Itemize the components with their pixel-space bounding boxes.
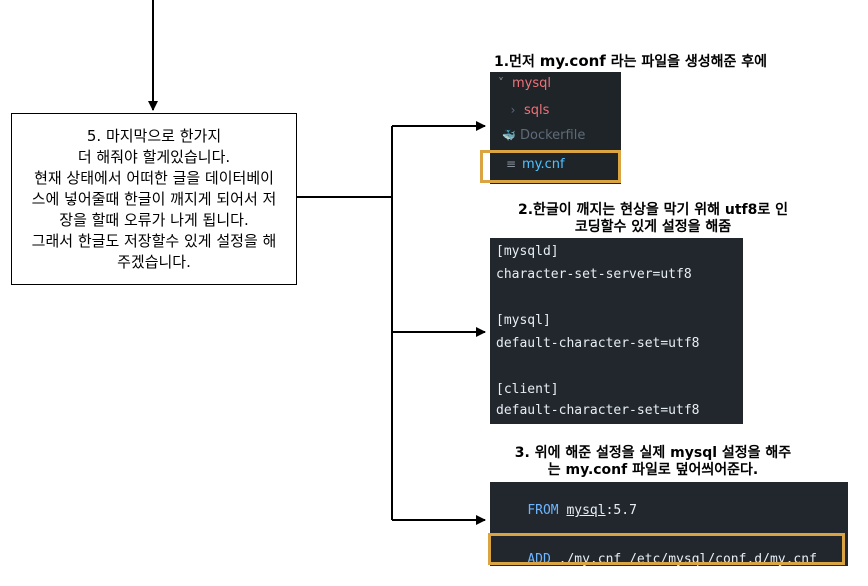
from-keyword: FROM <box>527 503 559 518</box>
code-line: [client] <box>496 382 559 397</box>
code-line: character-set-server=utf8 <box>496 267 692 282</box>
code-line: default-character-set=utf8 <box>496 336 700 351</box>
explorer-item-label: sqls <box>524 102 550 118</box>
explorer-file-mycnf[interactable]: ≡ my.cnf <box>504 153 565 175</box>
step3-caption-line2-bold: my.conf <box>565 462 628 478</box>
step2-caption: 2.한글이 깨지는 현상을 막기 위해 utf8로 인 코딩할수 있게 설정을 … <box>488 202 818 236</box>
explorer-item-label: my.cnf <box>522 156 565 172</box>
dockerfile-code-block: FROM mysql:5.7 ADD ./my.cnf /etc/mysql/c… <box>490 482 848 567</box>
code-line: [mysql] <box>496 313 551 328</box>
step3-caption-prefix: 3. 위에 해준 설정을 실제 <box>514 445 671 461</box>
step2-caption-suffix: 로 인 <box>757 202 788 218</box>
add-line-highlight-box <box>488 533 845 565</box>
explorer-item-label: mysql <box>512 75 551 91</box>
step1-caption-suffix: 라는 파일을 생성해준 후에 <box>605 54 768 70</box>
file-lines-icon: ≡ <box>505 157 517 171</box>
step2-caption-bold: utf8 <box>724 202 758 218</box>
mycnf-highlight-box <box>480 150 621 183</box>
file-explorer-panel: ˅ mysql › sqls 🐳 Dockerfile ≡ my.cnf <box>490 72 621 184</box>
step1-caption-prefix: 1.먼저 <box>494 54 540 70</box>
code-line: default-character-set=utf8 <box>496 403 700 418</box>
explorer-file-dockerfile[interactable]: 🐳 Dockerfile <box>502 124 585 146</box>
step5-box: 5. 마지막으로 한가지 더 해줘야 할게있습니다. 현재 상태에서 어떠한 글… <box>11 113 297 285</box>
chevron-right-icon: › <box>510 103 516 117</box>
step5-text: 5. 마지막으로 한가지 더 해줘야 할게있습니다. 현재 상태에서 어떠한 글… <box>31 126 277 271</box>
step1-caption-file: my.conf <box>539 52 606 70</box>
step3-caption-line2-suffix: 파일로 덮어씌어준다. <box>627 462 759 478</box>
explorer-folder-mysql[interactable]: ˅ mysql <box>494 72 551 94</box>
step2-caption-line2: 코딩할수 있게 설정을 해줌 <box>574 219 732 235</box>
step2-caption-prefix: 2.한글이 깨지는 현상을 막기 위해 <box>517 202 725 218</box>
explorer-folder-sqls[interactable]: › sqls <box>506 99 550 121</box>
step3-caption-line2-prefix: 는 <box>547 462 566 478</box>
from-image: mysql <box>566 503 606 518</box>
dockerfile-from-line: FROM mysql:5.7 <box>496 488 637 533</box>
step3-caption: 3. 위에 해준 설정을 실제 mysql 설정을 해주 는 my.conf 파… <box>488 445 818 479</box>
step1-caption: 1.먼저 my.conf 라는 파일을 생성해준 후에 <box>494 53 767 71</box>
from-tag: :5.7 <box>605 503 637 518</box>
mycnf-code-block: [mysqld] character-set-server=utf8 [mysq… <box>490 238 743 424</box>
code-line: [mysqld] <box>496 244 559 259</box>
explorer-item-label: Dockerfile <box>520 127 586 143</box>
chevron-down-icon: ˅ <box>498 76 504 90</box>
step3-caption-suffix: 설정을 해주 <box>717 445 792 461</box>
step3-caption-bold: mysql <box>670 445 718 461</box>
docker-icon: 🐳 <box>502 128 516 142</box>
